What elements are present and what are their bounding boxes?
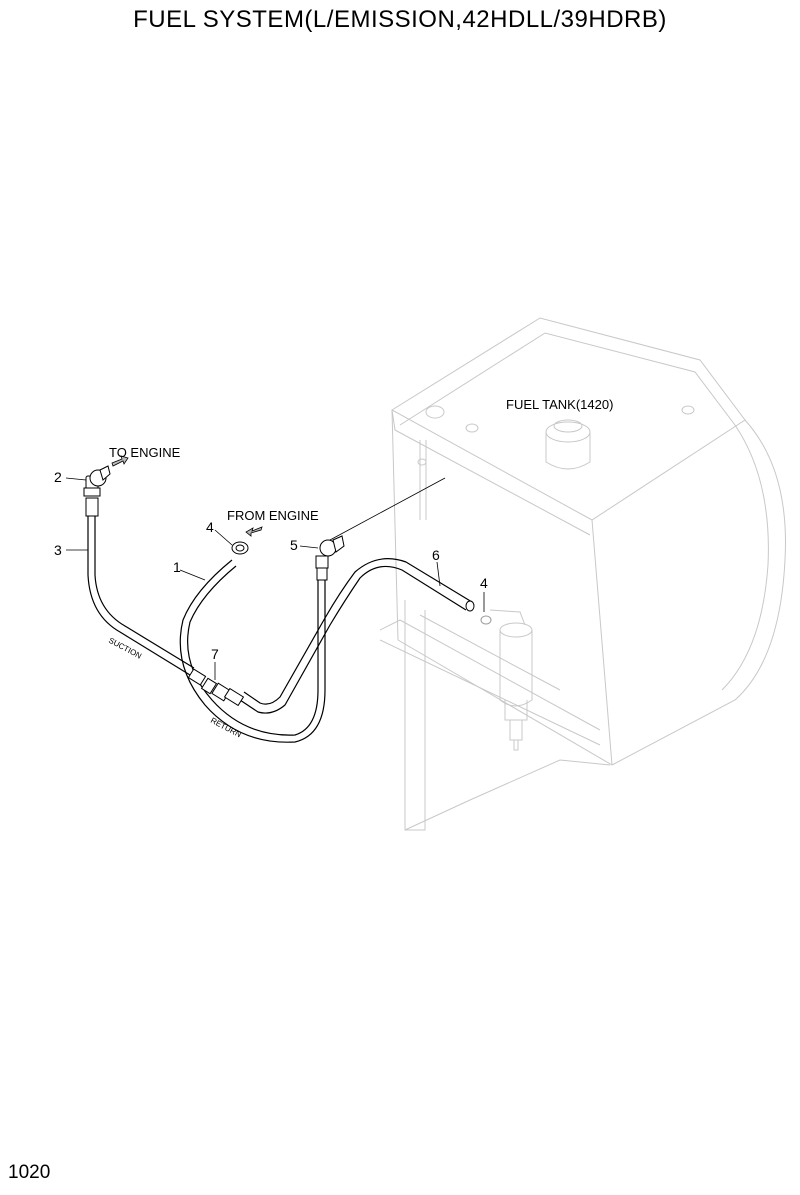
arrow-icon [245,526,263,537]
elbow-fitting-2 [83,465,111,517]
hose-clamp-4 [231,541,249,555]
page-number: 1020 [8,1162,51,1183]
callout-5: 5 [290,537,298,553]
suction-label: SUCTION [107,636,143,661]
return-label: RETURN [209,716,243,740]
arrow-icon [111,455,129,467]
leader-lines [65,477,485,680]
callout-7: 7 [211,646,219,662]
callout-4: 4 [206,519,214,535]
page-title: FUEL SYSTEM(L/EMISSION,42HDLL/39HDRB) [133,6,667,33]
elbow-fitting-5 [315,535,345,581]
callout-4-tank: 4 [480,575,488,591]
return-pipe-6 [239,558,475,714]
callout-2: 2 [54,469,62,485]
fuel-tank-label: FUEL TANK(1420) [506,397,613,412]
hose-clamp-4-tank [480,615,492,625]
union-fitting-7 [187,668,245,707]
callout-6: 6 [432,547,440,563]
suction-hose [87,515,195,676]
from-engine-label: FROM ENGINE [227,508,319,523]
callout-1: 1 [173,559,181,575]
callout-3: 3 [54,542,62,558]
fuel-tank-outline [379,317,786,831]
to-engine-label: TO ENGINE [109,445,181,460]
hose-1 [179,559,326,743]
